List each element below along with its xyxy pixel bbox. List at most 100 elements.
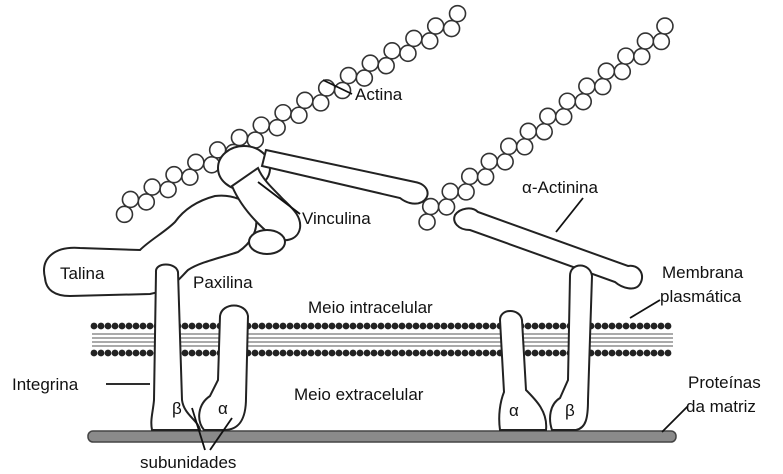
membrane-lipid-head — [385, 350, 392, 357]
actin-bead — [536, 124, 552, 140]
membrane-lipid-head — [553, 323, 560, 330]
membrane-lipid-head — [637, 350, 644, 357]
actin-bead — [340, 68, 356, 84]
membrane-lipid-head — [371, 323, 378, 330]
actin-bead — [458, 184, 474, 200]
membrane-lipid-head — [252, 323, 259, 330]
membrane-lipid-head — [413, 350, 420, 357]
membrane-lipid-head — [350, 350, 357, 357]
membrane-lipid-head — [182, 323, 189, 330]
actin-bead — [501, 138, 517, 154]
actin-bead — [653, 33, 669, 49]
membrane-lipid-head — [329, 323, 336, 330]
actin-bead — [362, 55, 378, 71]
membrane-lipid-head — [427, 323, 434, 330]
membrane-lipid-head — [525, 323, 532, 330]
membrane-lipid-head — [455, 350, 462, 357]
actin-bead — [166, 167, 182, 183]
label-alpha-right: α — [509, 401, 519, 420]
actin-bead — [444, 21, 460, 37]
leader-proteinas — [662, 406, 688, 432]
membrane-lipid-head — [490, 350, 497, 357]
membrane-lipid-head — [532, 350, 539, 357]
membrane-lipid-head — [259, 350, 266, 357]
membrane-lipid-head — [490, 323, 497, 330]
membrane-lipid-head — [252, 350, 259, 357]
membrane-lipid-head — [112, 350, 119, 357]
actin-bead — [575, 94, 591, 110]
actin-bead — [595, 79, 611, 95]
membrane-lipid-head — [196, 323, 203, 330]
membrane-lipid-head — [182, 350, 189, 357]
membrane-lipid-head — [609, 323, 616, 330]
membrane-lipid-head — [105, 323, 112, 330]
membrane-lipid-head — [392, 323, 399, 330]
membrane-lipid-head — [609, 350, 616, 357]
membrane-lipid-head — [378, 350, 385, 357]
label-membrana-1: Membrana — [662, 263, 744, 282]
membrane-lipid-head — [350, 323, 357, 330]
actin-bead — [384, 43, 400, 59]
actin-bead — [540, 108, 556, 124]
membrane-lipid-head — [147, 350, 154, 357]
actin-bead — [419, 214, 435, 230]
membrane-lipid-head — [644, 323, 651, 330]
label-alpha-actinina: α-Actinina — [522, 178, 599, 197]
membrane-lipid-head — [196, 350, 203, 357]
membrane-lipid-head — [119, 350, 126, 357]
membrane-lipid-head — [336, 350, 343, 357]
membrane-lipid-head — [441, 350, 448, 357]
membrane-lipid-head — [294, 323, 301, 330]
membrane-lipid-head — [630, 323, 637, 330]
membrane-lipid-head — [595, 350, 602, 357]
membrane-lipid-head — [308, 323, 315, 330]
actin-bead — [182, 169, 198, 185]
actin-bead — [144, 179, 160, 195]
membrane-lipid-head — [392, 350, 399, 357]
actin-bead — [160, 182, 176, 198]
membrane-lipid-head — [420, 350, 427, 357]
label-paxilina: Paxilina — [193, 273, 253, 292]
membrane-lipid-head — [287, 323, 294, 330]
membrane-lipid-head — [336, 323, 343, 330]
membrane-lipid-head — [462, 350, 469, 357]
membrane-lipid-head — [665, 350, 672, 357]
membrane-lipid-head — [616, 323, 623, 330]
membrane-lipid-head — [203, 323, 210, 330]
membrane-lipid-head — [462, 323, 469, 330]
actin-bead — [253, 117, 269, 133]
actin-bead — [269, 120, 285, 136]
actin-bead — [439, 199, 455, 215]
membrane-lipid-head — [560, 350, 567, 357]
membrane-lipid-head — [189, 323, 196, 330]
actin-bead — [634, 49, 650, 65]
membrane-lipid-head — [133, 350, 140, 357]
label-talina: Talina — [60, 264, 105, 283]
actin-filament-right — [419, 18, 673, 230]
membrane-lipid-head — [476, 350, 483, 357]
membrane-lipid-head — [126, 350, 133, 357]
membrane-lipid-head — [399, 350, 406, 357]
actin-bead — [497, 154, 513, 170]
membrane-lipid-head — [637, 323, 644, 330]
membrane-lipid-head — [623, 323, 630, 330]
actin-bead — [138, 194, 154, 210]
membrane-lipid-head — [343, 350, 350, 357]
label-meio-intracelular: Meio intracelular — [308, 298, 433, 317]
actin-bead — [598, 63, 614, 79]
label-proteinas-2: da matriz — [686, 397, 756, 416]
membrane-lipid-head — [483, 323, 490, 330]
membrane-lipid-head — [448, 323, 455, 330]
label-alpha-left: α — [218, 399, 228, 418]
membrane-lipid-head — [651, 323, 658, 330]
leader-membrana — [630, 300, 660, 318]
actin-bead — [356, 70, 372, 86]
actin-bead — [657, 18, 673, 34]
label-integrina: Integrina — [12, 375, 79, 394]
membrane-lipid-head — [399, 323, 406, 330]
label-proteinas-1: Proteínas — [688, 373, 761, 392]
membrane-lipid-head — [420, 323, 427, 330]
actin-bead — [291, 107, 307, 123]
actin-bead — [297, 92, 313, 108]
membrane-lipid-head — [441, 323, 448, 330]
